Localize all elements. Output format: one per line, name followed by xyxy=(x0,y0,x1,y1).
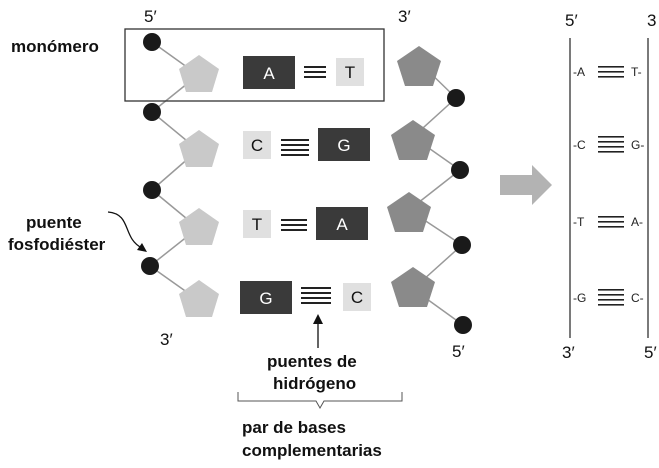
sugar-left xyxy=(179,280,219,317)
hydrogen-label-2: hidrógeno xyxy=(273,374,356,393)
simplified-left-base: -T xyxy=(573,215,585,229)
hbond-row-2 xyxy=(281,139,309,156)
base-box xyxy=(243,56,295,89)
label-3prime-bottom-left: 3′ xyxy=(160,330,173,349)
label-5prime-top-left: 5′ xyxy=(144,7,157,26)
phosphate xyxy=(143,103,161,121)
phosphodiester-arrow xyxy=(107,211,143,249)
phosphodiester-label-1: puente xyxy=(26,213,82,232)
simplified-3-top: 3 xyxy=(647,11,656,30)
left-sugars xyxy=(179,55,219,317)
sugar-right xyxy=(397,46,441,86)
simplified-left-base: -G xyxy=(573,291,586,305)
simplified-5prime-bottom: 5′ xyxy=(644,343,657,362)
phosphate xyxy=(454,316,472,334)
simplified-right-base: C- xyxy=(631,291,644,305)
simplified-left-base: -A xyxy=(573,65,585,79)
hbond-row-3 xyxy=(281,219,307,231)
base-box xyxy=(343,283,371,311)
label-5prime-bottom-mid: 5′ xyxy=(452,342,465,361)
base-letter: G xyxy=(259,289,272,308)
monomer-label: monómero xyxy=(11,37,99,56)
simplified-hbond xyxy=(598,66,624,78)
pair-brace xyxy=(237,392,403,410)
pair-label-1: par de bases xyxy=(242,418,346,437)
sugar-right xyxy=(391,267,435,307)
hbond-row-1 xyxy=(304,66,326,78)
sugar-left xyxy=(179,130,219,167)
base-letter: G xyxy=(337,136,350,155)
sugar-left xyxy=(179,55,219,92)
simplified-right-base: T- xyxy=(631,65,642,79)
simplified-5prime-top: 5′ xyxy=(565,11,578,30)
base-letter: T xyxy=(252,215,262,234)
pair-label-2: complementarias xyxy=(242,441,382,460)
label-3prime-top-mid: 3′ xyxy=(398,7,411,26)
phosphodiester-arrowhead xyxy=(137,243,147,252)
base-letter: C xyxy=(251,136,263,155)
simplified-hbond xyxy=(598,216,624,228)
phosphodiester-label-2: fosfodiéster xyxy=(8,235,106,254)
base-letter: C xyxy=(351,288,363,307)
base-box xyxy=(240,281,292,314)
hbond-arrowhead xyxy=(313,314,323,324)
simplified-hbond xyxy=(598,136,624,153)
sugar-left xyxy=(179,208,219,245)
base-letter: A xyxy=(263,64,275,83)
right-phosphates xyxy=(447,89,472,334)
hbond-row-4 xyxy=(301,287,331,304)
phosphate xyxy=(451,161,469,179)
phosphate xyxy=(453,236,471,254)
phosphate xyxy=(143,181,161,199)
sugar-right xyxy=(387,192,431,232)
base-letter: T xyxy=(345,63,355,82)
monomer-box xyxy=(124,28,385,102)
right-sugars xyxy=(387,46,441,307)
phosphate xyxy=(447,89,465,107)
simplified-left-base: -C xyxy=(573,138,586,152)
left-phosphates xyxy=(141,33,161,275)
transform-arrow xyxy=(500,165,552,205)
hydrogen-label-1: puentes de xyxy=(267,352,357,371)
simplified-right-base: A- xyxy=(631,215,643,229)
base-box xyxy=(318,128,370,161)
sugar-right xyxy=(391,120,435,160)
base-box xyxy=(316,207,368,240)
base-box xyxy=(336,58,364,86)
phosphate xyxy=(143,33,161,51)
simplified-right-base: G- xyxy=(631,138,644,152)
phosphate xyxy=(141,257,159,275)
simplified-3prime-bottom: 3′ xyxy=(562,343,575,362)
simplified-hbond xyxy=(598,289,624,306)
hydrogen-bonds xyxy=(281,66,331,304)
base-box xyxy=(243,131,271,159)
base-box xyxy=(243,210,271,238)
base-letter: A xyxy=(336,215,348,234)
